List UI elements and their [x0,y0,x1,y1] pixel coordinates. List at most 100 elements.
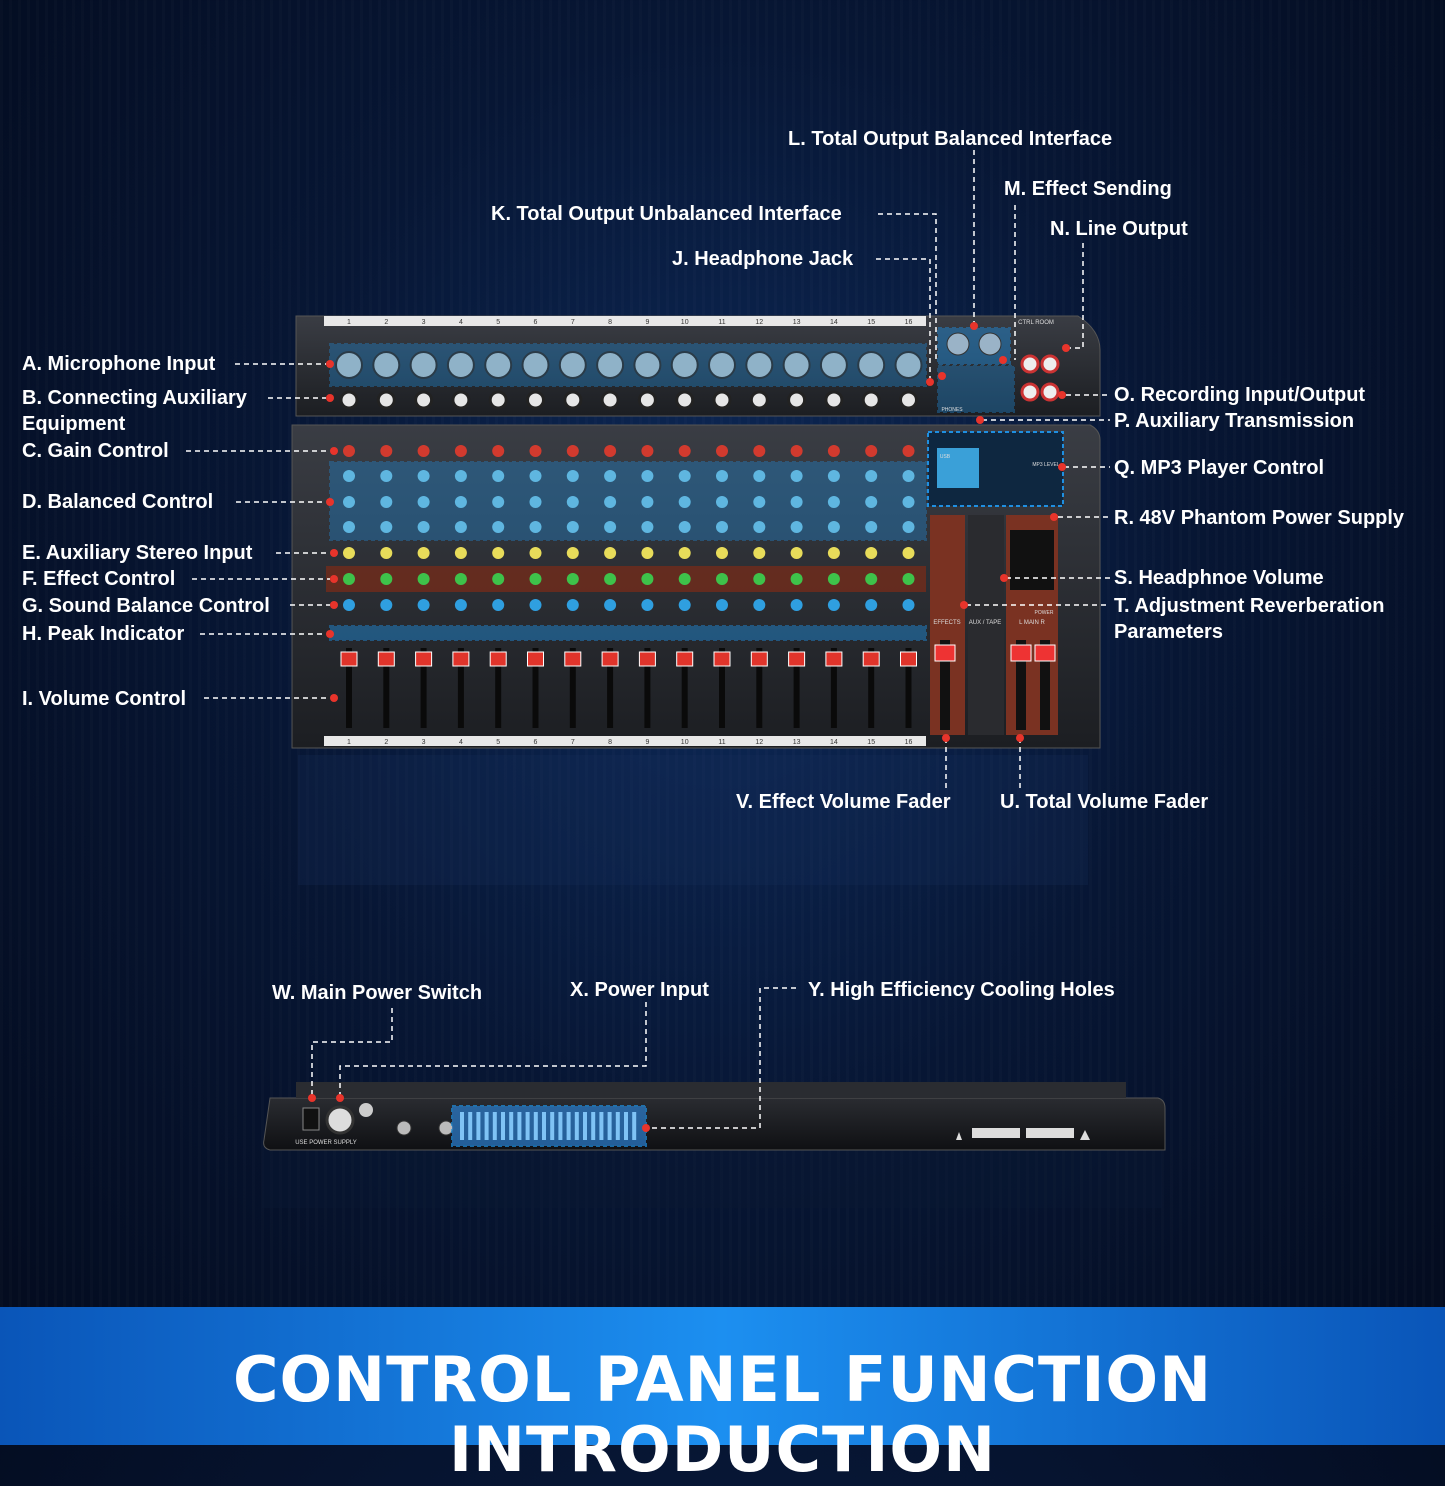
pan-knob [753,599,766,611]
cooling-vent-slot [566,1112,571,1140]
eq-knob [454,521,467,533]
channel-number-top: 11 [718,319,725,326]
xlr-mic-jack [521,351,550,379]
gain-knob [380,445,393,457]
channel-number-bottom: 14 [830,739,838,746]
cooling-vent-slot [468,1112,473,1140]
fader-cap [527,651,544,667]
effect-knob [753,573,766,585]
channel-number-top: 8 [608,319,612,326]
fader-cap [788,651,806,667]
eq-knob [566,496,579,508]
label-recording-input-output: O. Recording Input/Output [1114,384,1366,406]
aux-knob [678,547,691,559]
channel-number-top: 4 [459,319,463,326]
main-left-fader-track [1016,640,1026,730]
channel-number-strip-top [324,316,926,326]
dot-P [976,416,984,424]
effect-knob [343,573,355,585]
mp3-level-panel-label: MP3 LEVEL [1032,462,1059,468]
use-power-supply-label: USE POWER SUPPLY [295,1140,357,1146]
gain-knob [604,445,617,457]
rca-jack-3 [1020,382,1040,402]
dot-B [326,394,334,402]
gain-knob [492,445,505,457]
fader-cap [900,651,917,667]
effect-knob [865,573,878,585]
rca-jack-4 [1040,382,1060,402]
aux-knob [454,547,467,559]
power-switch [302,1107,320,1131]
fader-track [420,648,427,728]
eq-knob [902,470,915,482]
pan-knob [604,599,617,611]
dot-G [330,601,338,609]
phones-panel-label: PHONES [941,407,963,413]
label-cooling-holes: Y. High Efficiency Cooling Holes [808,979,1115,1001]
effect-knob [678,573,691,585]
bottom-banner: CONTROL PANEL FUNCTION INTRODUCTION [0,1307,1445,1485]
line-input-jack [637,390,657,410]
aux-knob [827,547,840,559]
fader-cap [862,651,880,667]
label-main-power-switch: W. Main Power Switch [272,982,483,1004]
channel-number-bottom: 1 [347,739,351,746]
eq-knob [902,521,915,533]
pan-knob [678,599,691,611]
aux-knob [716,547,728,559]
aux-tape-strip [968,515,1004,735]
dot-F [330,575,338,583]
xlr-out-right [978,332,1002,356]
output-jacks-highlight [937,365,1015,413]
eq-knob [678,521,691,533]
eq-knob [827,496,840,508]
label-line-output: N. Line Output [1050,218,1188,240]
effect-knob [716,573,728,585]
effects-panel-label: EFFECTS [933,620,960,626]
pan-knob [454,599,467,611]
fader-cap [638,651,656,667]
eq-knob [343,496,355,508]
mixer-rear-view: USE POWER SUPPLY [262,1082,1166,1208]
aux-knob [641,547,654,559]
fader-track [756,648,763,728]
rca-jack-1 [1020,354,1040,374]
dot-Y [642,1124,650,1132]
leader-J [876,258,931,382]
channel-number-top: 12 [755,319,763,326]
eq-knob [492,521,505,533]
channel-number-top: 7 [571,319,575,326]
line-input-jack [600,390,620,410]
eq-knob [454,496,467,508]
eq-knob [716,521,728,533]
gain-knob [827,445,840,457]
eq-knob [492,470,505,482]
xlr-mic-jack [484,351,513,379]
line-input-jack [488,390,508,410]
fader-track [905,648,912,728]
aux-knob [380,547,393,559]
gain-knob [641,445,654,457]
xlr-mic-jack [558,351,587,379]
rear-jack-1 [396,1120,412,1136]
eq-knob [380,496,393,508]
fader-cap [377,651,395,667]
eq-knob [343,521,355,533]
eq-knob [417,521,430,533]
leader-lines [186,150,1110,1129]
aux-knob [492,547,505,559]
fader-track [868,648,875,728]
leader-K [878,213,937,360]
pan-knob [343,599,355,611]
cooling-vent-slot [484,1112,489,1140]
fader-track [346,648,352,728]
fader-track [681,648,688,728]
eq-knob [753,496,766,508]
pan-knob [716,599,728,611]
cooling-vent-slot [583,1112,587,1140]
effect-knob [790,573,803,585]
dot-Q [1058,463,1066,471]
dot-E [330,549,338,557]
eq-knob [790,470,803,482]
dot-K [938,372,946,380]
